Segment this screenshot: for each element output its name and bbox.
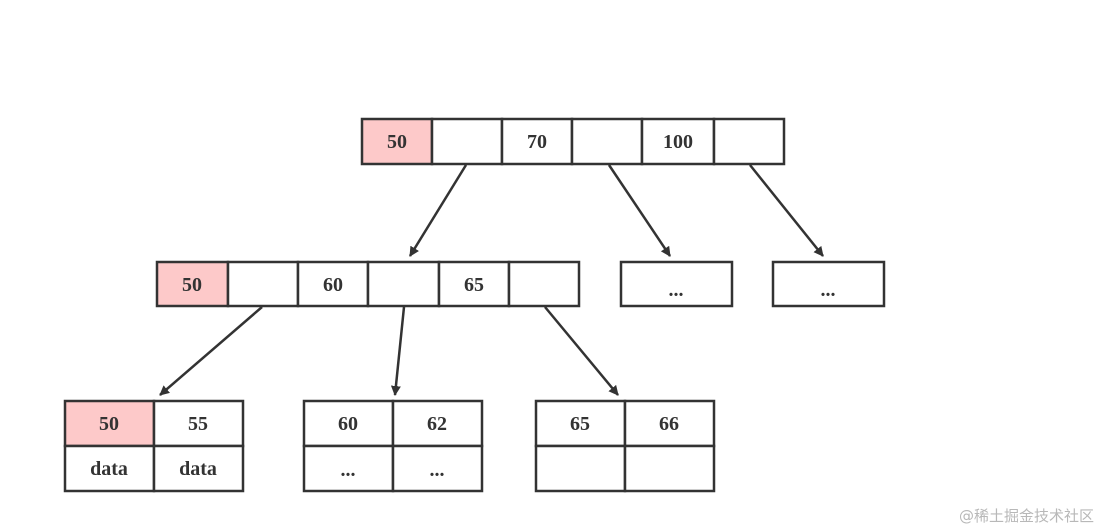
level2-mid-label: ... (669, 279, 684, 301)
edges (159, 164, 824, 396)
level2-left-key-0: 50 (182, 274, 202, 296)
root-cell-0 (360, 117, 434, 166)
level2-mid-box (619, 260, 734, 308)
leaf3-key-cell-0 (534, 399, 627, 448)
level2-mid-node: ... (619, 260, 734, 308)
level2-right-box (771, 260, 886, 308)
root-cell-4 (640, 117, 716, 166)
root-key-4: 100 (663, 131, 693, 153)
level2-right-label: ... (821, 279, 836, 301)
leaf2-value-cell-1 (391, 444, 484, 493)
leaf2-value-0: ... (341, 459, 356, 481)
edge-root-to-level2-left (408, 164, 468, 257)
edge-level2-to-leaf3 (544, 306, 619, 396)
level2-left-key-2: 60 (323, 274, 343, 296)
root-node: 50 70 100 (360, 117, 786, 166)
leaf1-key-0: 50 (99, 413, 119, 435)
level2-left-cell-5 (507, 260, 581, 308)
root-cell-2 (500, 117, 574, 166)
level2-right-node: ... (771, 260, 886, 308)
level2-left-node: 50 60 65 (155, 260, 581, 308)
edge-level2-to-leaf1 (159, 306, 263, 396)
leaf-node-3: 65 66 (534, 399, 716, 493)
root-cell-5 (712, 117, 786, 166)
root-cell-1 (430, 117, 504, 166)
leaf2-value-1: ... (430, 459, 445, 481)
edge-level2-to-leaf2 (390, 306, 406, 396)
leaf1-key-1: 55 (188, 413, 208, 435)
leaf3-value-cell-0 (534, 444, 627, 493)
level2-left-cell-3 (366, 260, 441, 308)
leaf3-key-1: 66 (659, 413, 679, 435)
leaf-node-1: 50 55 data data (63, 399, 245, 493)
leaf2-key-1: 62 (427, 413, 447, 435)
leaf1-key-cell-1 (152, 399, 245, 448)
edge-root-to-level2-right (749, 164, 824, 257)
watermark: @稀土掘金技术社区 (958, 507, 1094, 525)
leaf-node-2: 60 62 ... ... (302, 399, 484, 493)
level2-left-cell-1 (226, 260, 300, 308)
level2-left-key-4: 65 (464, 274, 484, 296)
root-key-0: 50 (387, 131, 407, 153)
leaf2-key-0: 60 (338, 413, 358, 435)
edge-root-to-level2-mid (607, 164, 672, 257)
level2-left-cell-2 (296, 260, 370, 308)
leaf1-value-0: data (90, 458, 128, 480)
root-key-2: 70 (527, 131, 547, 153)
leaf3-value-cell-1 (623, 444, 716, 493)
root-cell-3 (570, 117, 644, 166)
leaf3-key-0: 65 (570, 413, 590, 435)
leaf1-value-cell-1 (152, 444, 245, 493)
leaf2-key-cell-1 (391, 399, 484, 448)
leaf1-value-1: data (179, 458, 217, 480)
